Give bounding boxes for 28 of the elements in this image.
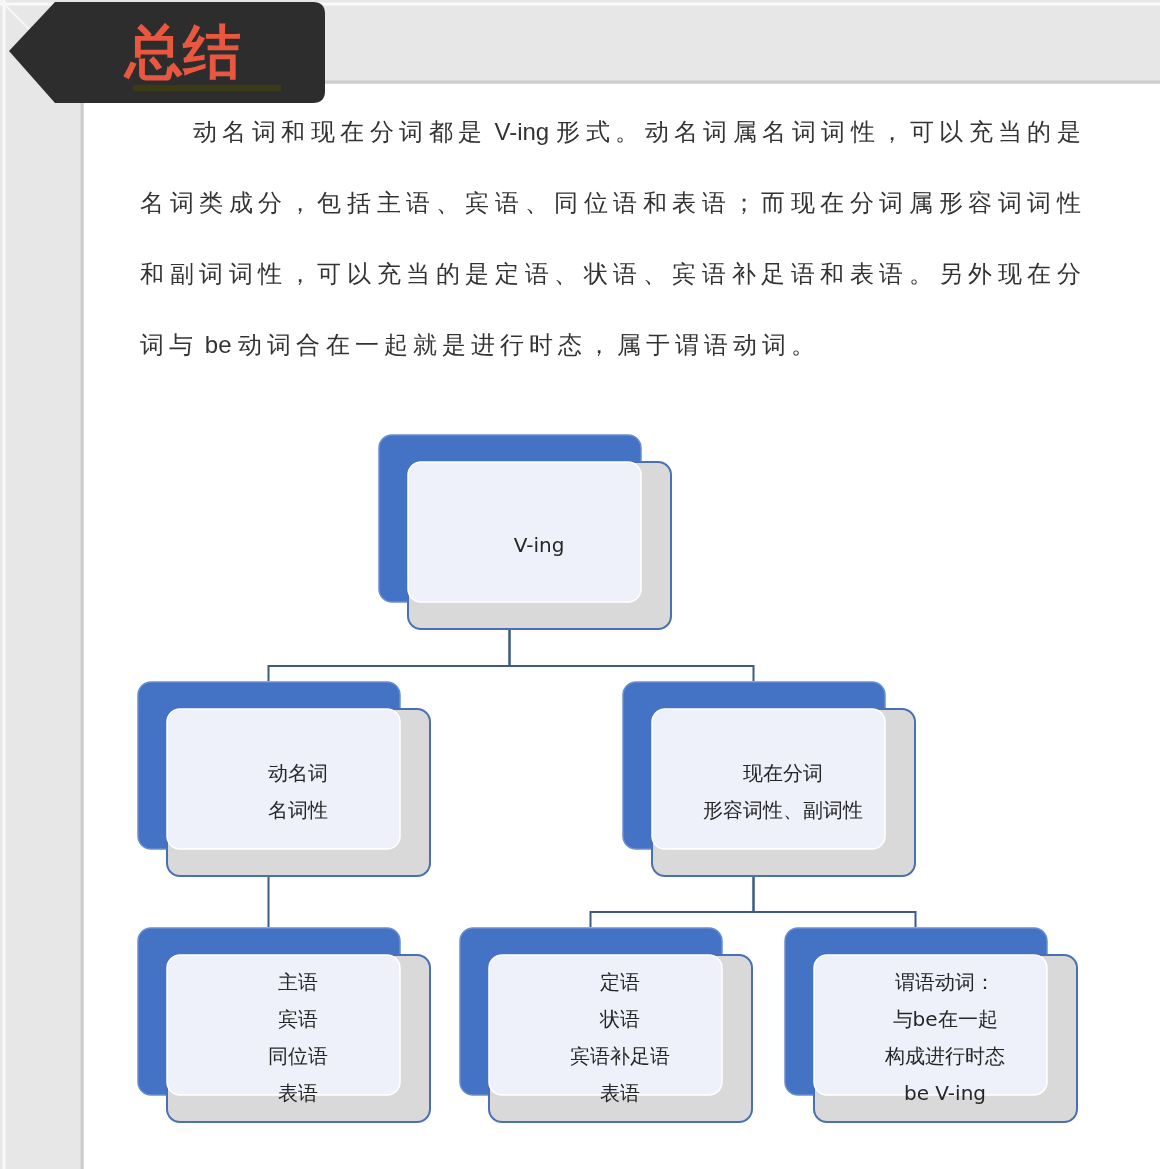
org-chart-box (137, 681, 431, 877)
node-text: V-ing (513, 531, 565, 559)
connector-line (508, 628, 755, 682)
node-text: 状语 (600, 1006, 640, 1033)
node-text: 宾语 (278, 1006, 318, 1033)
node-text: 同位语 (268, 1043, 328, 1070)
node-text: 谓语动词： (895, 969, 995, 996)
node-text: be V-ing (904, 1080, 986, 1107)
node-text: 主语 (278, 969, 318, 996)
org-chart-box (378, 434, 672, 630)
org-chart-box (459, 927, 753, 1123)
node-text: 现在分词 (743, 760, 823, 787)
node-text: 表语 (278, 1080, 318, 1107)
node-text: 形容词性、副词性 (703, 797, 863, 824)
org-chart-box (622, 681, 916, 877)
node-text: 定语 (600, 969, 640, 996)
title: 总结 (122, 17, 242, 88)
connector-line (752, 875, 917, 928)
paragraph: 动名词和现在分词都是 V-ing 形式。动名词属名词词性，可以充当的是名词类成分，包括主语、宾语、同位语和表语；而现在分词属形容词词性和副词词性，可以充当的是定语、状语、宾语补足语和表语。另外现在分词与 be 动词合在一起就是进行时态，属于谓语动词。 (140, 117, 1086, 360)
node-text: 宾语补足语 (570, 1043, 670, 1070)
node-text: 表语 (600, 1080, 640, 1107)
org-chart-box (137, 927, 431, 1123)
node-text: 构成进行时态 (885, 1043, 1005, 1070)
node-text: 与be在一起 (892, 1006, 998, 1033)
node-text: 名词性 (268, 797, 328, 824)
node-text: 动名词 (268, 760, 328, 787)
org-chart-box (784, 927, 1078, 1123)
connector-line (267, 875, 270, 928)
